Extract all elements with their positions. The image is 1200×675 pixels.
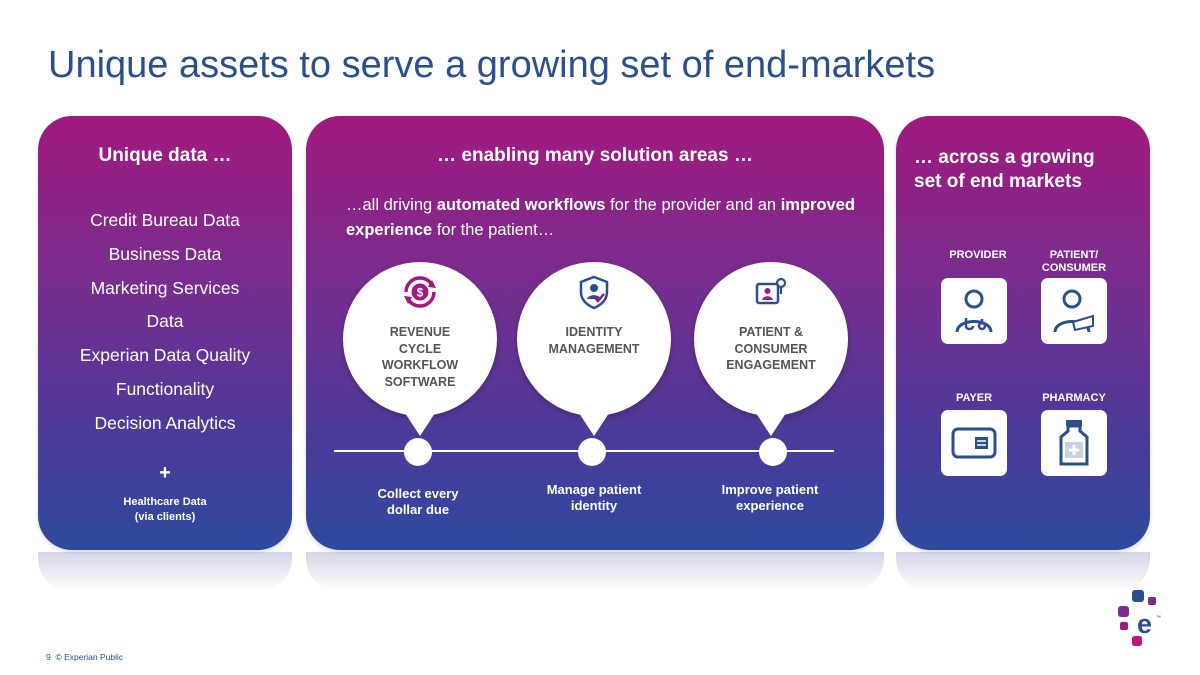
plus-sign: + bbox=[159, 462, 171, 484]
bubble-label-line: REVENUE bbox=[389, 325, 451, 339]
subtitle-bold: improved experience bbox=[346, 196, 855, 239]
market-label-line: PHARMACY bbox=[1042, 392, 1106, 404]
timeline-label-line: identity bbox=[570, 498, 618, 513]
doctor-icon bbox=[955, 289, 993, 333]
bubble-patient-engagement: PATIENT & CONSUMER ENGAGEMENT bbox=[694, 262, 848, 436]
market-label-payer: PAYER bbox=[929, 392, 1019, 405]
bubble-revenue-cycle: $ REVENUE CYCLE WORKFLOW SOFTWARE bbox=[343, 262, 497, 436]
shield-person-icon bbox=[579, 275, 609, 310]
data-item: Credit Bureau Data bbox=[90, 210, 240, 230]
data-item: Decision Analytics bbox=[94, 412, 236, 433]
market-label-line: PATIENT/ bbox=[1049, 249, 1099, 261]
healthcare-line-2: (via clients) bbox=[134, 511, 196, 523]
market-label-pharmacy: PHARMACY bbox=[1029, 392, 1119, 405]
bubble-label-line: MANAGEMENT bbox=[548, 341, 640, 356]
patient-icon bbox=[1053, 289, 1094, 333]
bubble-label-line: SOFTWARE bbox=[384, 374, 456, 389]
data-list: Credit Bureau Data Business Data Marketi… bbox=[38, 204, 292, 441]
market-label-line: CONSUMER bbox=[1041, 262, 1107, 274]
market-label-provider: PROVIDER bbox=[933, 249, 1023, 262]
timeline-label-line: Manage patient bbox=[546, 482, 642, 497]
panel-reflection bbox=[306, 552, 884, 592]
dollar-cycle-icon: $ bbox=[404, 276, 436, 308]
market-provider bbox=[941, 278, 1007, 344]
bubble-label-line: ENGAGEMENT bbox=[726, 358, 816, 372]
data-item: Experian Data Quality bbox=[79, 345, 251, 366]
engagement-icon bbox=[755, 277, 787, 305]
market-label-patient-consumer: PATIENT/ CONSUMER bbox=[1029, 249, 1119, 275]
timeline-label: Collect every dollar due bbox=[348, 486, 488, 518]
bubble-label: REVENUE CYCLE WORKFLOW SOFTWARE bbox=[353, 324, 487, 390]
bubble-label-line: WORKFLOW bbox=[381, 358, 459, 372]
timeline-dot bbox=[759, 438, 787, 466]
timeline-dot bbox=[404, 438, 432, 466]
market-payer bbox=[941, 410, 1007, 476]
panel-solution-areas: … enabling many solution areas … …all dr… bbox=[306, 116, 884, 550]
data-item: Marketing Services bbox=[90, 277, 240, 298]
timeline-label-line: Collect every bbox=[377, 486, 459, 501]
healthcare-data-note: Healthcare Data (via clients) bbox=[38, 495, 292, 525]
panel-unique-data: Unique data … Credit Bureau Data Busines… bbox=[38, 116, 292, 550]
data-item: Functionality bbox=[115, 378, 215, 399]
panel-end-markets: … across a growing set of end markets PR… bbox=[896, 116, 1150, 550]
bubble-label-line: CONSUMER bbox=[734, 341, 808, 356]
bubble-identity-management: IDENTITY MANAGEMENT bbox=[517, 262, 671, 436]
bubble-label: PATIENT & CONSUMER ENGAGEMENT bbox=[704, 324, 838, 374]
subtitle-text: for the patient… bbox=[432, 221, 555, 239]
timeline-label-line: Improve patient bbox=[721, 482, 819, 497]
timeline-label-line: dollar due bbox=[386, 502, 450, 517]
subtitle-text: for the provider and an bbox=[605, 196, 781, 214]
solution-subtitle: …all driving automated workflows for the… bbox=[346, 193, 856, 243]
market-pharmacy bbox=[1041, 410, 1107, 476]
healthcare-line-1: Healthcare Data bbox=[123, 496, 207, 508]
panel-reflection bbox=[38, 552, 292, 592]
bubble-label: IDENTITY MANAGEMENT bbox=[527, 324, 661, 357]
panel-title-line: set of end markets bbox=[914, 171, 1082, 192]
footer-text: © Experian Public bbox=[55, 652, 124, 662]
bubble-label-line: PATIENT & bbox=[738, 325, 804, 339]
market-patient-consumer bbox=[1041, 278, 1107, 344]
page-number: 9 bbox=[46, 652, 51, 662]
experian-logo: e ™ bbox=[1118, 590, 1161, 646]
market-label-line: PAYER bbox=[955, 392, 993, 404]
subtitle-bold: automated workflows bbox=[436, 196, 606, 214]
subtitle-text: …all driving bbox=[346, 196, 437, 214]
timeline-dot bbox=[578, 438, 606, 466]
market-label-line: PROVIDER bbox=[949, 249, 1007, 261]
card-icon bbox=[951, 427, 997, 459]
panel-title-end-markets: … across a growing set of end markets bbox=[914, 146, 1144, 194]
svg-text:e: e bbox=[1137, 609, 1152, 639]
timeline-label: Manage patient identity bbox=[524, 482, 664, 514]
data-item: Business Data bbox=[108, 243, 222, 264]
panel-reflection bbox=[896, 552, 1150, 592]
svg-text:$: $ bbox=[417, 286, 424, 300]
bubble-label-line: CYCLE bbox=[398, 341, 442, 356]
bubble-label-line: IDENTITY bbox=[565, 325, 623, 339]
timeline-label: Improve patient experience bbox=[700, 482, 840, 514]
panel-title-unique-data: Unique data … bbox=[98, 145, 232, 166]
footer: 9 © Experian Public bbox=[46, 652, 123, 662]
slide-title: Unique assets to serve a growing set of … bbox=[48, 44, 936, 86]
panel-title-line: … across a growing bbox=[914, 147, 1095, 168]
panel-title-solution-areas: … enabling many solution areas … bbox=[437, 145, 753, 166]
medicine-bottle-icon bbox=[1059, 420, 1089, 466]
svg-text:™: ™ bbox=[1156, 615, 1161, 621]
data-item: Data bbox=[146, 311, 184, 332]
timeline-label-line: experience bbox=[736, 498, 804, 513]
